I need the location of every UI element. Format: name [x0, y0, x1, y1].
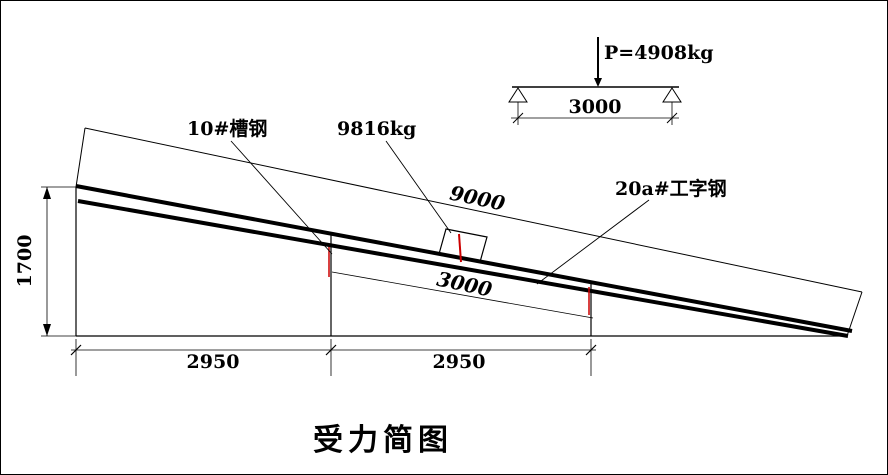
- bottom-span-left-label: 2950: [187, 351, 240, 373]
- leader-lines: [230, 140, 650, 285]
- ramp-outline: [75, 127, 863, 337]
- leader-channel-steel: [230, 140, 333, 255]
- span-dimension-label: 3000: [569, 96, 622, 118]
- load-mass-label: 9816kg: [337, 118, 416, 140]
- top-left-edge-line: [75, 127, 86, 188]
- i-beam-label: 20a#工字钢: [615, 177, 727, 200]
- dimension-tick: [512, 112, 524, 124]
- load-block-red-mark: [458, 233, 462, 263]
- right-support-triangle: [662, 87, 682, 103]
- dimension-tick: [585, 344, 597, 356]
- bottom-dimensions: [70, 339, 597, 376]
- top-slope-line: [84, 127, 863, 293]
- height-dimension: [41, 186, 79, 337]
- load-arrow-head: [594, 78, 602, 87]
- support-posts: [328, 235, 592, 336]
- channel-steel-label: 10#槽钢: [187, 117, 267, 140]
- dimension-arrow-up: [43, 187, 51, 199]
- dimension-arrow-down: [43, 324, 51, 336]
- bottom-span-right-label: 2950: [433, 351, 486, 373]
- leader-i-beam: [536, 199, 650, 285]
- point-load-label: P=4908kg: [604, 42, 714, 64]
- page-title: 受力简图: [313, 423, 453, 458]
- height-dimension-label: 1700: [14, 235, 36, 288]
- load-block-outline: [438, 228, 488, 263]
- left-support-triangle: [508, 87, 528, 103]
- load-block: [438, 228, 488, 263]
- lower-beam-line: [77, 199, 849, 338]
- dimension-tick: [666, 112, 678, 124]
- point-load-diagram: [508, 37, 682, 125]
- dimension-tick: [325, 344, 337, 356]
- slope-dimension-line: [331, 271, 594, 319]
- dimension-tick: [70, 344, 82, 356]
- leader-load-mass: [385, 140, 452, 234]
